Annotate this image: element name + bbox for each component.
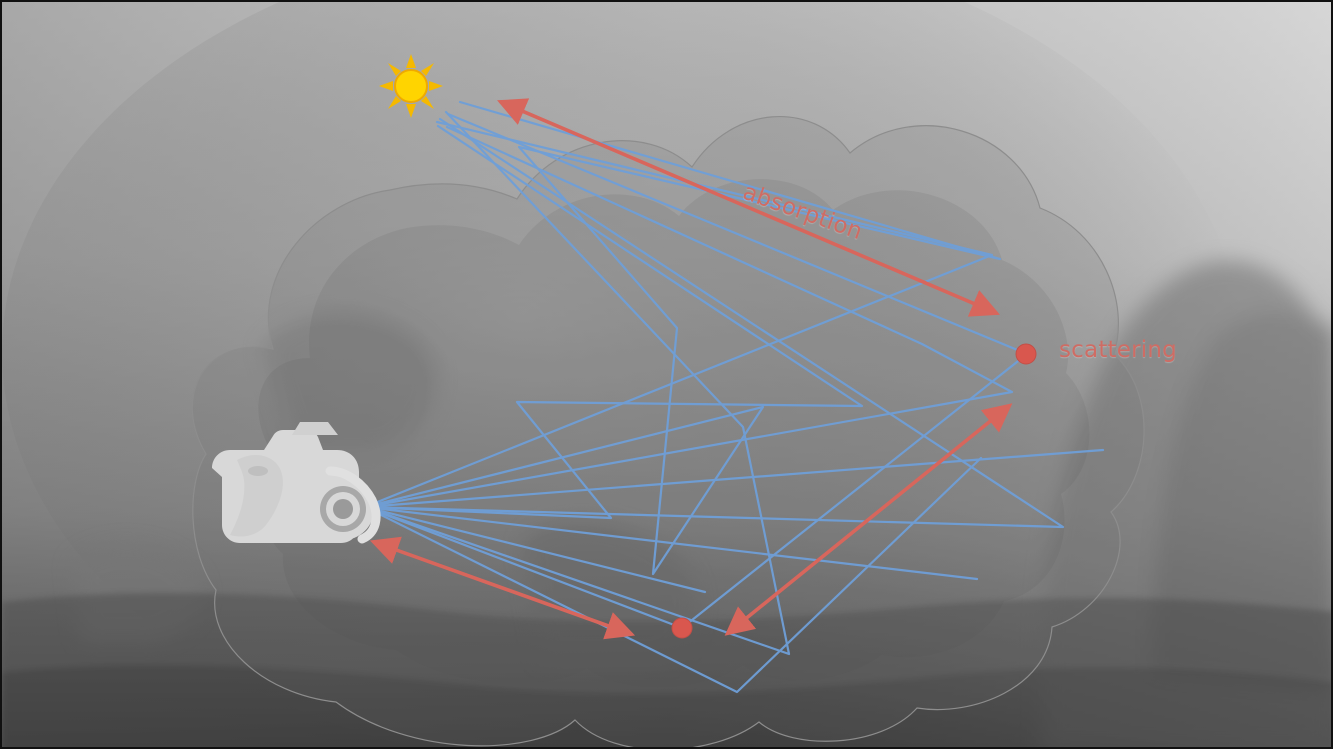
absorption-arrow (497, 98, 1000, 317)
light-ray-path-3 (363, 124, 1105, 520)
camera-to-event-arrow (369, 536, 636, 640)
camera-icon (212, 422, 381, 544)
lower-scattering-event-dot (671, 617, 693, 639)
cloud-inner-shading (258, 179, 1090, 688)
upper-scattering-event-dot (1015, 343, 1037, 365)
sun-icon (379, 54, 443, 118)
scattering-label: scattering (1059, 337, 1177, 363)
scattering-arrow (724, 403, 1013, 636)
interaction-arrows (369, 98, 1013, 640)
light-ray-path-4 (363, 110, 979, 656)
